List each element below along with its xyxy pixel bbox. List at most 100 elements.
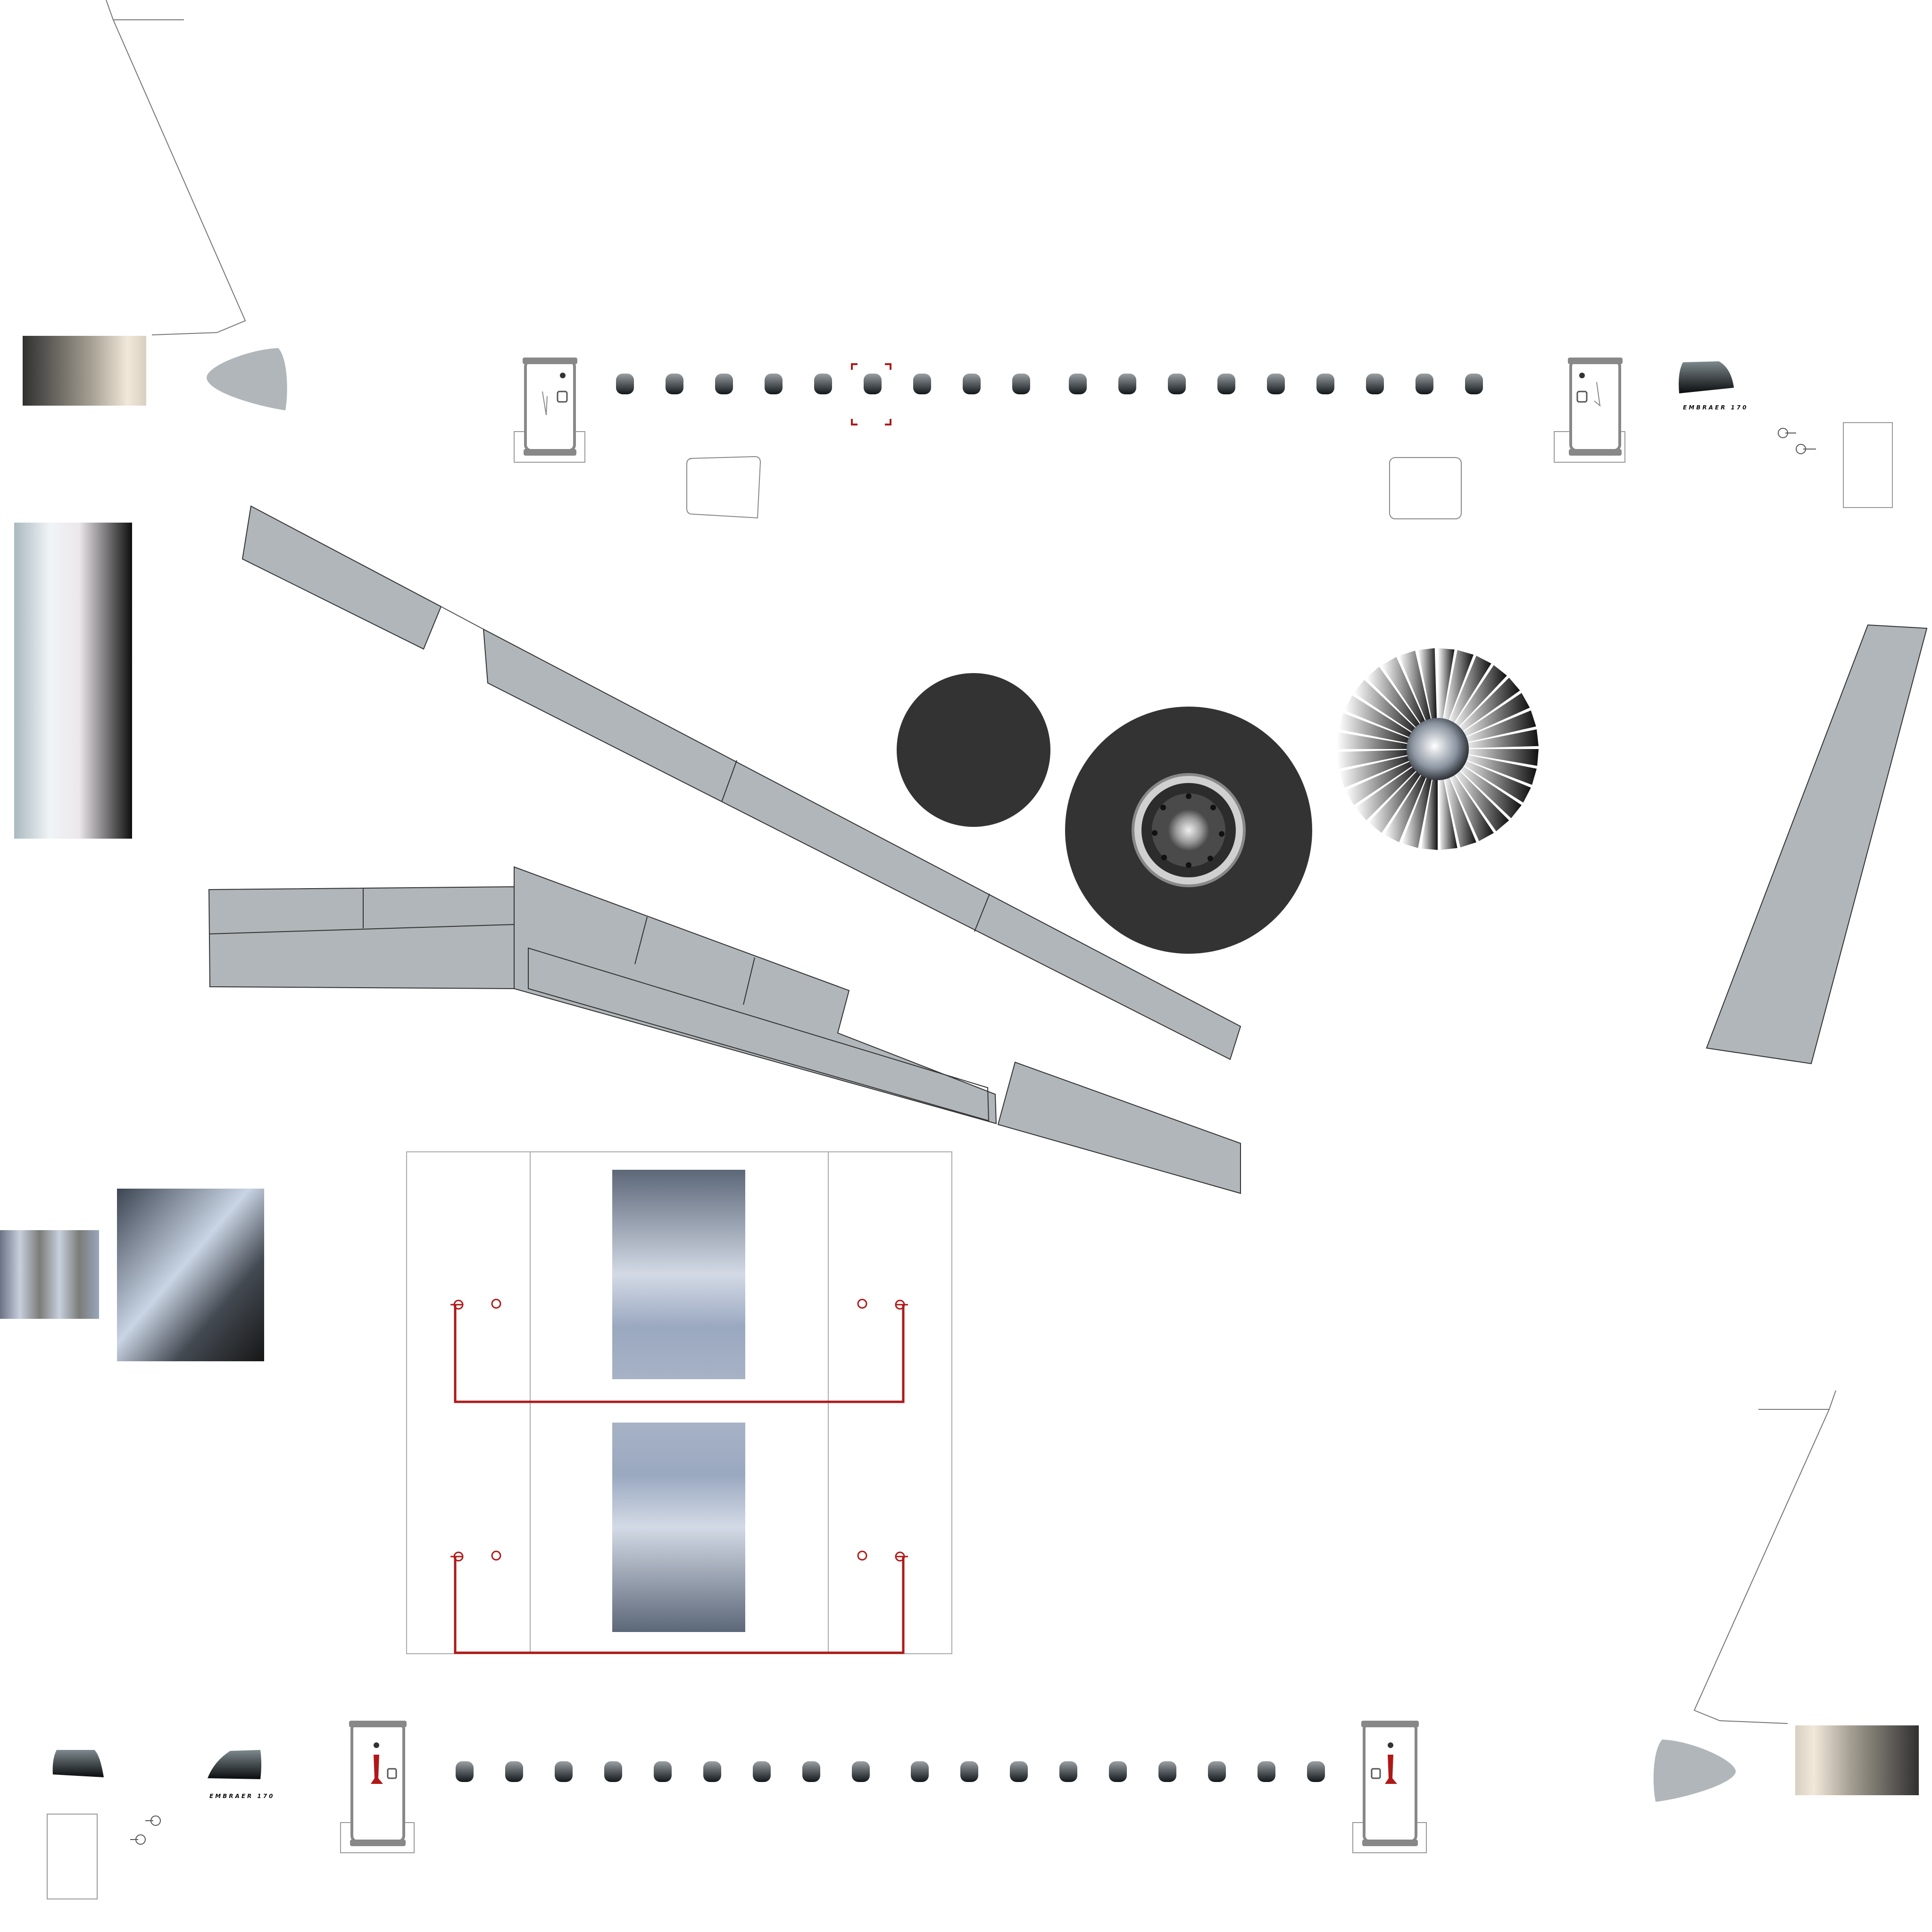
- vertical-stabilizer-outline-top: [106, 0, 246, 335]
- gear-door-gradient-upper: [612, 1170, 745, 1379]
- window-icon: [852, 1761, 870, 1782]
- engine-fan-icon: [1337, 648, 1539, 850]
- fan-blade: [1368, 766, 1425, 833]
- fan-blade: [1355, 763, 1421, 821]
- window-icon: [666, 374, 683, 394]
- window-icon: [654, 1761, 672, 1782]
- window-icon: [1109, 1761, 1127, 1782]
- fan-blade: [1461, 729, 1539, 749]
- fan-blade: [1399, 650, 1432, 727]
- fan-blade: [1366, 666, 1424, 733]
- window-icon: [1267, 374, 1285, 394]
- fan-blade: [1450, 665, 1507, 732]
- window-icon: [1208, 1761, 1226, 1782]
- window-icon: [715, 374, 733, 394]
- window-icon: [1012, 374, 1030, 394]
- window-icon: [963, 374, 981, 394]
- fan-blade: [1345, 758, 1418, 805]
- cabin-windows-bottom: [456, 1761, 1325, 1782]
- fan-blade: [1454, 677, 1520, 735]
- probe-icons-top: [1778, 428, 1816, 454]
- radome-shape-top: [207, 348, 287, 410]
- nose-cone-gradient-top: [23, 336, 146, 406]
- gear-bay-panel: [406, 1151, 952, 1654]
- emergency-exit-marking-top: [851, 363, 891, 425]
- fan-blade: [1457, 693, 1530, 740]
- fan-blade: [1354, 680, 1421, 736]
- fan-blade: [1443, 771, 1476, 848]
- window-icon: [911, 1761, 929, 1782]
- front-door-bottom: [340, 1721, 415, 1853]
- window-icon: [913, 374, 931, 394]
- probe-icons-bottom: [130, 1815, 161, 1845]
- window-icon: [1217, 374, 1235, 394]
- front-door-top: [514, 358, 585, 463]
- fan-blade: [1402, 771, 1433, 848]
- nose-wheel-tire: [897, 673, 1050, 827]
- fan-blade: [1421, 772, 1438, 850]
- fan-blade: [1455, 762, 1522, 818]
- cargo-door-top-rear: [1389, 457, 1462, 519]
- rear-door-top: [1554, 358, 1625, 463]
- window-icon: [1366, 374, 1384, 394]
- window-icon: [604, 1761, 622, 1782]
- window-icon: [703, 1761, 721, 1782]
- fan-spinner: [1407, 718, 1469, 780]
- fan-blade: [1461, 749, 1539, 766]
- main-wheel-icon: [1065, 707, 1312, 954]
- fan-blade: [1451, 766, 1509, 832]
- window-icon: [1465, 374, 1483, 394]
- fan-blade: [1384, 769, 1429, 842]
- access-panel-bottom: [47, 1814, 98, 1899]
- fan-blade: [1447, 656, 1491, 729]
- cargo-door-top-front: [686, 456, 761, 519]
- exhaust-pipe-gradient: [0, 1230, 99, 1319]
- window-icon: [814, 374, 832, 394]
- fan-blade: [1457, 758, 1531, 803]
- window-icon: [1416, 374, 1433, 394]
- fan-blade: [1337, 732, 1415, 749]
- window-icon: [1059, 1761, 1077, 1782]
- fan-blade: [1382, 657, 1428, 730]
- window-icon: [555, 1761, 573, 1782]
- radome-shape-bottom: [1653, 1740, 1736, 1802]
- fan-blade: [1459, 710, 1536, 744]
- cockpit-window-bottom-small: [52, 1750, 104, 1777]
- window-icon: [616, 374, 634, 394]
- fan-blade: [1447, 768, 1494, 841]
- fan-blade: [1339, 713, 1416, 745]
- fan-blade: [1442, 650, 1474, 727]
- fan-blade: [1459, 753, 1537, 785]
- cockpit-window-bottom: [208, 1750, 261, 1779]
- window-icon: [505, 1761, 523, 1782]
- fan-blade: [1337, 749, 1415, 769]
- window-icon: [1307, 1761, 1325, 1782]
- rear-door-bottom: [1352, 1721, 1427, 1853]
- window-icon: [864, 374, 882, 394]
- access-panel-top: [1843, 422, 1893, 508]
- fan-blade: [1344, 695, 1418, 740]
- livery-text-bottom: EMBRAER 170: [209, 1793, 275, 1799]
- vertical-stabilizer-outline-bottom: [1693, 1390, 1836, 1724]
- window-icon: [1158, 1761, 1176, 1782]
- window-icon: [960, 1761, 978, 1782]
- window-icon: [1118, 374, 1136, 394]
- fuselage-cylinder-gradient: [14, 523, 132, 839]
- window-icon: [1069, 374, 1087, 394]
- window-icon: [1257, 1761, 1275, 1782]
- window-icon: [802, 1761, 820, 1782]
- wing-panels: [208, 505, 1928, 1194]
- cabin-windows-top: [616, 374, 1483, 394]
- gear-door-gradient-lower: [612, 1423, 745, 1632]
- fan-blade: [1438, 772, 1457, 850]
- window-icon: [1168, 374, 1186, 394]
- livery-text-top: EMBRAER 170: [1683, 404, 1748, 411]
- cockpit-window-top: [1679, 361, 1734, 393]
- window-icon: [456, 1761, 474, 1782]
- window-icon: [753, 1761, 771, 1782]
- fan-blade: [1418, 648, 1437, 726]
- nose-cone-gradient-bottom: [1795, 1725, 1919, 1795]
- fan-blade: [1438, 648, 1455, 726]
- fan-blade: [1339, 754, 1416, 788]
